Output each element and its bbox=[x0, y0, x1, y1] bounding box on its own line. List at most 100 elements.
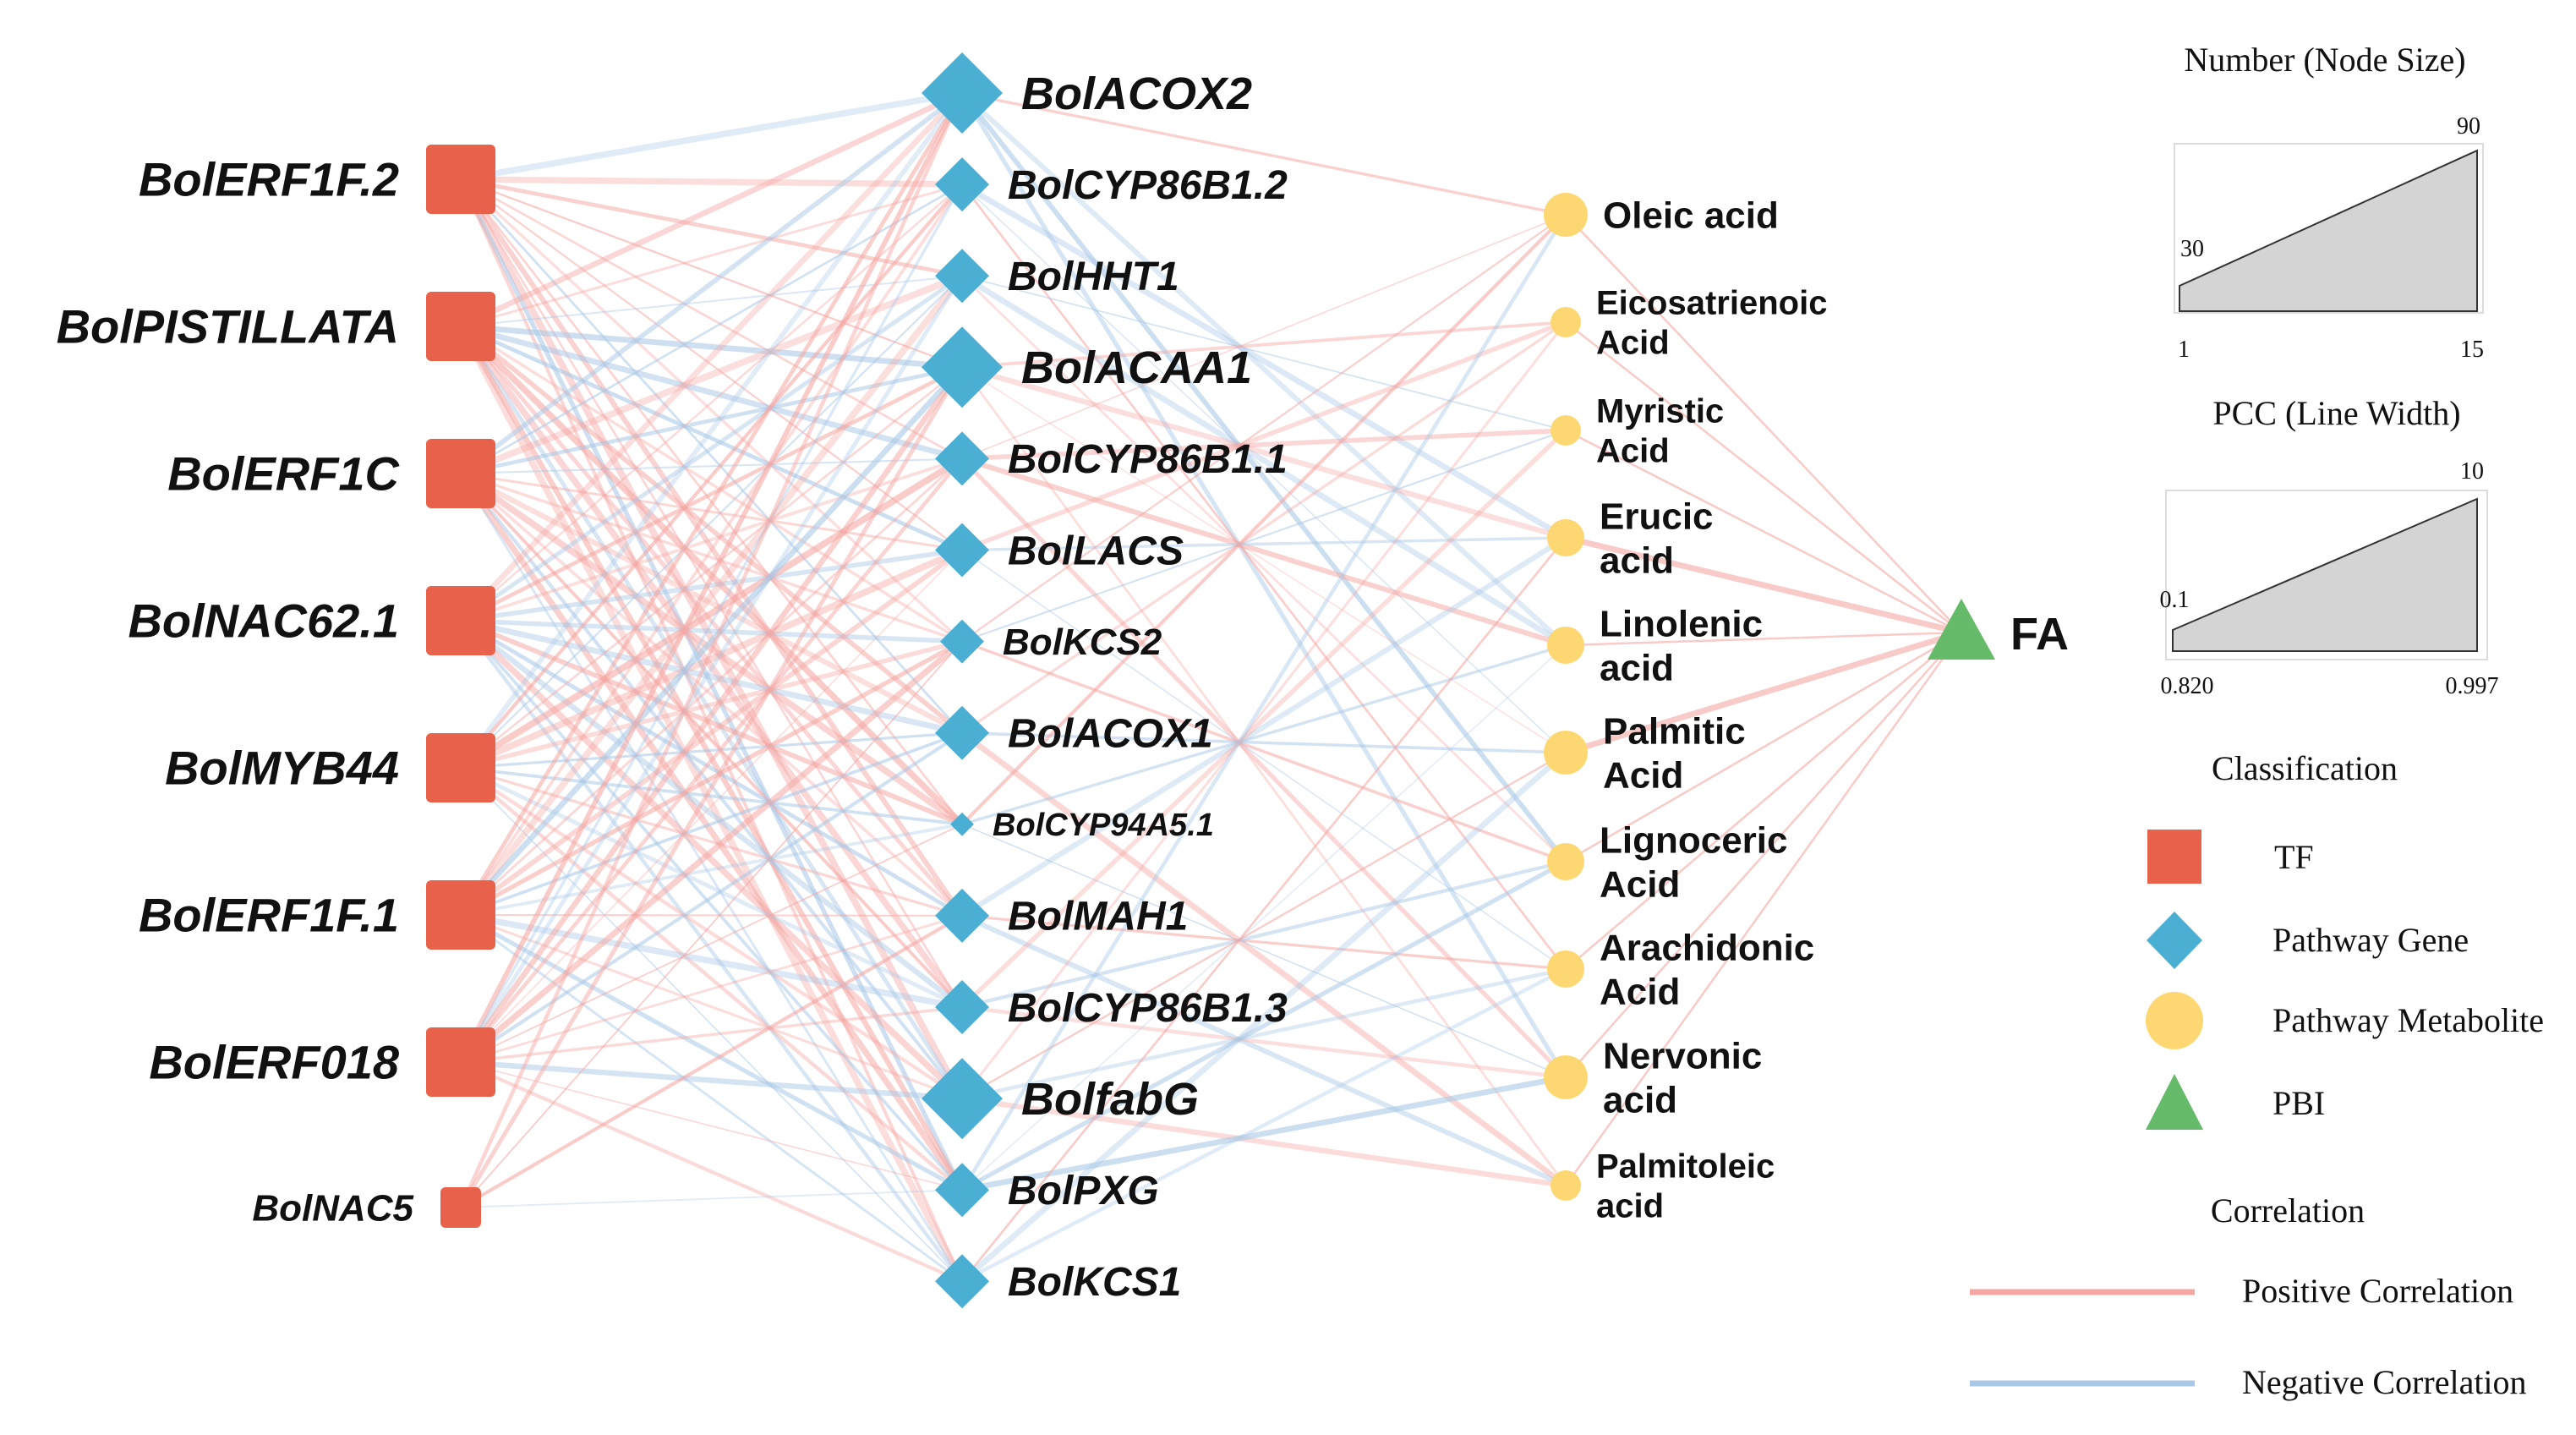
pathway-metabolite-label: acid bbox=[1600, 539, 1674, 581]
tf-node[interactable] bbox=[426, 733, 495, 802]
legend-node-size: Number (Node Size) 90 30 1 15 bbox=[2174, 41, 2484, 363]
pathway-metabolite-node[interactable] bbox=[1544, 1055, 1588, 1099]
pathway-metabolite-node[interactable] bbox=[1547, 843, 1584, 880]
tf-gene-edge bbox=[458, 765, 965, 1010]
legend-pathway-metabolite-label: Pathway Metabolite bbox=[2272, 1001, 2544, 1039]
tf-node[interactable] bbox=[426, 1027, 495, 1097]
metabolite-pbi-edge bbox=[1565, 631, 1962, 863]
tf-gene-edge bbox=[458, 618, 965, 1284]
tf-gene-edge bbox=[459, 178, 964, 460]
pathway-metabolite-label: Acid bbox=[1603, 754, 1683, 796]
tf-node[interactable] bbox=[426, 880, 495, 950]
tf-gene-edge bbox=[460, 549, 963, 1063]
pathway-gene-node[interactable] bbox=[935, 980, 989, 1034]
gene-metabolite-edge bbox=[960, 428, 1568, 462]
tf-gene-edge bbox=[458, 364, 965, 623]
legend-node-size-max: 90 bbox=[2457, 113, 2480, 140]
pathway-metabolite-label: Nervonic bbox=[1603, 1035, 1762, 1076]
gene-metabolite-edge bbox=[960, 365, 1567, 1187]
pathway-metabolite-label: Acid bbox=[1600, 863, 1680, 905]
pathway-gene-node[interactable] bbox=[935, 523, 989, 578]
legend-line-width-max: 10 bbox=[2460, 458, 2484, 485]
legend-line-width-wedge bbox=[2172, 497, 2478, 652]
pathway-gene-node[interactable] bbox=[935, 888, 989, 943]
pathway-gene-label: BolKCS1 bbox=[1008, 1260, 1181, 1305]
tf-gene-edge bbox=[458, 618, 965, 827]
legend-line-width: PCC (Line Width) 10 0.1 0.820 0.997 bbox=[2160, 394, 2499, 699]
gene-metabolite-edge bbox=[960, 428, 1568, 1010]
pathway-metabolite-node[interactable] bbox=[1547, 519, 1584, 556]
pathway-metabolite-label: acid bbox=[1596, 1188, 1664, 1225]
pathway-gene-node[interactable] bbox=[935, 1163, 989, 1218]
pathway-gene-label: BolCYP86B1.1 bbox=[1008, 437, 1288, 482]
tf-node[interactable] bbox=[426, 292, 495, 361]
pathway-gene-label: BolCYP86B1.3 bbox=[1008, 986, 1288, 1031]
gene-metabolite-edge bbox=[961, 366, 1567, 753]
pathway-metabolite-label: Eicosatrienoic bbox=[1596, 284, 1827, 321]
tf-node[interactable] bbox=[440, 1187, 481, 1228]
legend-node-size-title: Number (Node Size) bbox=[2184, 41, 2465, 79]
gene-metabolite-edge bbox=[960, 536, 1567, 552]
pathway-metabolite-label: Erucic bbox=[1600, 496, 1714, 537]
pathway-metabolite-node[interactable] bbox=[1551, 307, 1581, 337]
tf-label: BolERF1F.1 bbox=[139, 889, 399, 942]
tf-gene-edge bbox=[458, 457, 965, 1065]
tf-gene-edge bbox=[458, 638, 965, 770]
metabolite-pbi-edge bbox=[1564, 632, 1963, 1186]
tf-gene-edge bbox=[459, 1005, 964, 1064]
tf-gene-edge bbox=[459, 183, 964, 917]
gene-metabolite-edge bbox=[959, 364, 1569, 541]
pathway-gene-node[interactable] bbox=[935, 157, 989, 212]
tf-gene-edge bbox=[458, 273, 965, 1065]
pathway-metabolite-label: Lignoceric bbox=[1600, 819, 1788, 861]
pathway-gene-node[interactable] bbox=[950, 812, 974, 836]
gene-metabolite-edge bbox=[960, 91, 1567, 216]
tf-label: BolERF1F.2 bbox=[139, 153, 399, 206]
tf-node[interactable] bbox=[426, 586, 495, 655]
tf-gene-edge bbox=[460, 1189, 963, 1208]
pathway-gene-node[interactable] bbox=[922, 1058, 1003, 1140]
tf-node[interactable] bbox=[426, 145, 495, 214]
pathway-metabolite-node[interactable] bbox=[1551, 1170, 1581, 1201]
gene-metabolite-edge bbox=[960, 536, 1567, 1283]
legend-pathway-gene-diamond-icon bbox=[2147, 912, 2202, 969]
tf-node[interactable] bbox=[426, 439, 495, 508]
pathway-gene-node[interactable] bbox=[935, 1254, 989, 1309]
pbi-node[interactable] bbox=[1928, 599, 1995, 660]
pathway-gene-node[interactable] bbox=[922, 326, 1003, 408]
tf-gene-edge bbox=[459, 178, 964, 1009]
pathway-gene-node[interactable] bbox=[935, 249, 989, 304]
gene-metabolite-edge bbox=[959, 749, 1569, 1284]
tf-gene-edge bbox=[460, 640, 963, 1208]
legend-pbi-label: PBI bbox=[2272, 1084, 2325, 1122]
pathway-metabolite-node[interactable] bbox=[1544, 193, 1588, 237]
legend-correlation-title: Correlation bbox=[2211, 1191, 2365, 1230]
pathway-metabolite-node[interactable] bbox=[1544, 731, 1588, 775]
tf-gene-edge bbox=[457, 323, 965, 1193]
tf-gene-edge bbox=[459, 183, 964, 328]
gene-metabolite-edge bbox=[960, 644, 1567, 826]
tf-gene-edge bbox=[457, 90, 965, 183]
pathway-metabolite-node[interactable] bbox=[1547, 627, 1584, 664]
pathway-metabolite-node[interactable] bbox=[1547, 950, 1584, 988]
tf-gene-edge bbox=[459, 457, 964, 917]
pathway-gene-node[interactable] bbox=[935, 705, 989, 760]
pathway-gene-node[interactable] bbox=[935, 431, 989, 486]
pathway-gene-label: BolMAH1 bbox=[1008, 895, 1188, 939]
tf-gene-edge bbox=[458, 618, 965, 644]
pathway-gene-label: BolPXG bbox=[1008, 1169, 1159, 1213]
gene-metabolite-edge bbox=[960, 456, 1568, 1080]
tf-gene-edge bbox=[458, 90, 965, 1210]
pathway-metabolite-label: Oleic acid bbox=[1603, 194, 1779, 236]
legend-tf-square-icon bbox=[2147, 830, 2201, 884]
tf-gene-edge bbox=[457, 470, 965, 1193]
tf-gene-edge bbox=[459, 472, 964, 917]
metabolite-pbi-edge bbox=[1565, 632, 1962, 970]
tf-gene-edge bbox=[459, 913, 964, 1283]
pathway-metabolite-node[interactable] bbox=[1551, 415, 1581, 446]
pathway-gene-node[interactable] bbox=[940, 619, 984, 664]
tf-gene-edge bbox=[458, 90, 965, 917]
tf-gene-edge bbox=[459, 731, 964, 917]
gene-metabolite-edge bbox=[960, 639, 1567, 863]
pathway-gene-node[interactable] bbox=[922, 52, 1003, 134]
